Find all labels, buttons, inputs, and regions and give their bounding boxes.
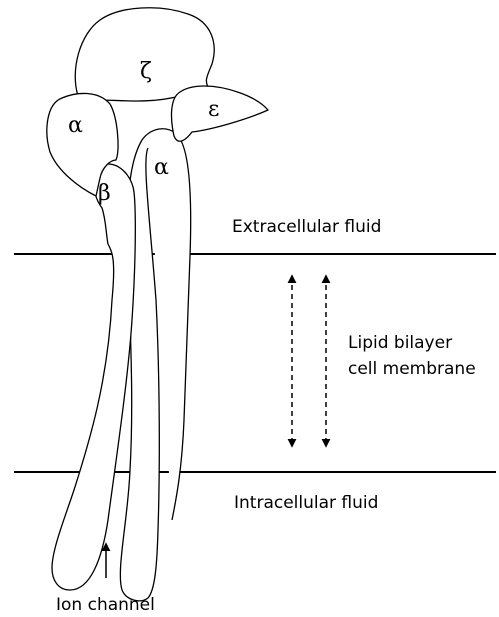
beta-label: β <box>98 181 111 206</box>
extracellular-label: Extracellular fluid <box>232 217 381 237</box>
zeta-label: ζ <box>140 59 152 84</box>
epsilon-subunit <box>172 86 268 141</box>
intracellular-label: Intracellular fluid <box>234 493 378 513</box>
beta-subunit <box>52 164 135 590</box>
alpha-left-label: α <box>68 113 83 138</box>
alpha-right-label: α <box>154 155 169 180</box>
lipid-bilayer-label-line1: Lipid bilayer <box>348 333 452 353</box>
epsilon-label: ε <box>208 97 219 122</box>
ion-channel-label: Ion channel <box>56 595 155 615</box>
lipid-bilayer-label-line2: cell membrane <box>348 359 476 379</box>
